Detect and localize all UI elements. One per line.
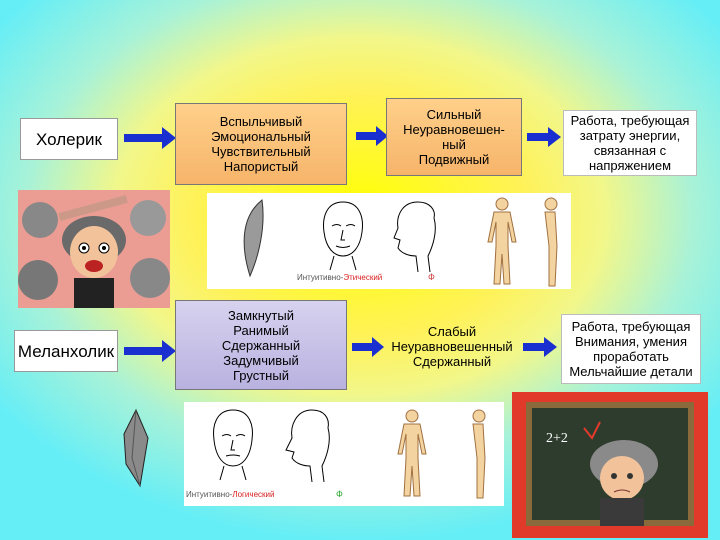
socionics-caption-choleric: Интуитивно-Этический [297,273,383,282]
type-choleric: Холерик [20,118,118,160]
choleric-figures-panel [207,193,571,289]
right-arrow-icon [124,340,176,362]
body-shape-icon [243,199,264,278]
type-melancholic: Меланхолик [14,330,118,372]
socionics-symbol-icon: Ф [428,272,435,282]
socionics-caption-melancholic: Интуитивно-Логический [186,490,275,499]
nervous-system-choleric: Сильный Неуравновешен- ный Подвижный [386,98,522,176]
traits-melancholic: Замкнутый Ранимый Сдержанный Задумчивый … [175,300,347,390]
face-profile-icon [393,201,436,273]
right-arrow-icon [352,337,384,357]
face-front-icon [323,201,363,271]
face-front-icon [213,409,253,481]
body-shape-icon [123,408,149,488]
right-arrow-icon [523,337,557,357]
work-melancholic: Работа, требующая Внимания, умения прора… [561,314,701,384]
blackboard-text: 2+2 [546,431,568,446]
right-arrow-icon [527,127,561,147]
right-arrow-icon [356,126,388,146]
body-front-icon [487,197,517,285]
socionics-symbol-icon: Ф [336,489,343,499]
angry-boy-illustration [18,190,170,308]
face-profile-icon [285,409,330,483]
right-arrow-icon [124,127,176,149]
melancholic-figures-panel [184,402,504,506]
body-side-icon [472,409,486,499]
body-side-icon [544,197,558,287]
traits-choleric: Вспыльчивый Эмоциональный Чувствительный… [175,103,347,185]
work-choleric: Работа, требующая затрату энергии, связа… [563,110,697,176]
nervous-system-melancholic: Слабый Неуравновешенный Сдержанный [391,323,513,369]
body-front-icon [397,409,427,497]
sad-boy-blackboard-illustration: 2+2 [512,392,708,538]
